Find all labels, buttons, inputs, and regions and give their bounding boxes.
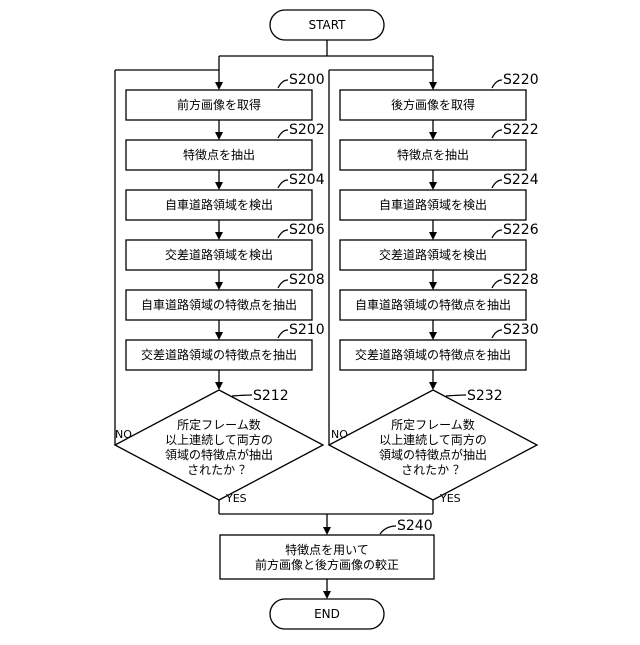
step-id-s224: S224 [503,172,539,188]
step-text-s240-line-1: 特徴点を用いて [285,542,369,557]
step-text-s202: 特徴点を抽出 [183,147,255,162]
decision-line-1-s232: 所定フレーム数 [391,417,475,432]
step-text-s206: 交差道路領域を検出 [165,247,273,262]
decision-yes-label-s232: YES [439,492,461,505]
step-id-s208: S208 [289,272,325,288]
decision-line-2-s212: 以上連続して両方の [165,432,273,447]
step-text-s204: 自車道路領域を検出 [165,197,273,212]
start-label: START [308,18,346,32]
step-text-s200: 前方画像を取得 [177,97,261,112]
step-id-s200: S200 [289,72,325,88]
step-id-s230: S230 [503,322,539,338]
decision-id-s212: S212 [253,388,289,404]
step-id-s206: S206 [289,222,325,238]
step-box-s240 [220,535,434,579]
step-text-s230: 交差道路領域の特徴点を抽出 [355,347,511,362]
decision-no-label-s212: NO [115,428,132,441]
step-id-s210: S210 [289,322,325,338]
step-id-s228: S228 [503,272,539,288]
decision-line-3-s212: 領域の特徴点が抽出 [165,447,273,462]
right-column: 後方画像を取得 S220 特徴点を抽出 S222 自車道路領域を検出 S224 … [329,70,539,514]
step-text-s220: 後方画像を取得 [391,97,475,112]
decision-line-4-s212: されたか ？ [187,463,251,477]
decision-no-label-s232: NO [331,428,348,441]
step-text-s240-line-2: 前方画像と後方画像の較正 [255,557,399,572]
step-text-s210: 交差道路領域の特徴点を抽出 [141,347,297,362]
decision-yes-label-s212: YES [225,492,247,505]
decision-line-4-s232: されたか ？ [401,463,465,477]
step-id-s204: S204 [289,172,325,188]
step-id-s240: S240 [397,518,433,534]
decision-line-1-s212: 所定フレーム数 [177,417,261,432]
step-id-s220: S220 [503,72,539,88]
step-id-s222: S222 [503,122,539,138]
decision-line-3-s232: 領域の特徴点が抽出 [379,447,487,462]
step-id-s202: S202 [289,122,325,138]
step-text-s228: 自車道路領域の特徴点を抽出 [355,297,511,312]
start-connectors [215,40,437,90]
step-text-s222: 特徴点を抽出 [397,147,469,162]
step-text-s224: 自車道路領域を検出 [379,197,487,212]
step-text-s226: 交差道路領域を検出 [379,247,487,262]
left-column: 前方画像を取得 S200 特徴点を抽出 S202 自車道路領域を検出 S204 … [115,70,325,514]
end-label: END [314,607,340,621]
step-text-s208: 自車道路領域の特徴点を抽出 [141,297,297,312]
step-id-s226: S226 [503,222,539,238]
decision-id-s232: S232 [467,388,503,404]
decision-line-2-s232: 以上連続して両方の [379,432,487,447]
